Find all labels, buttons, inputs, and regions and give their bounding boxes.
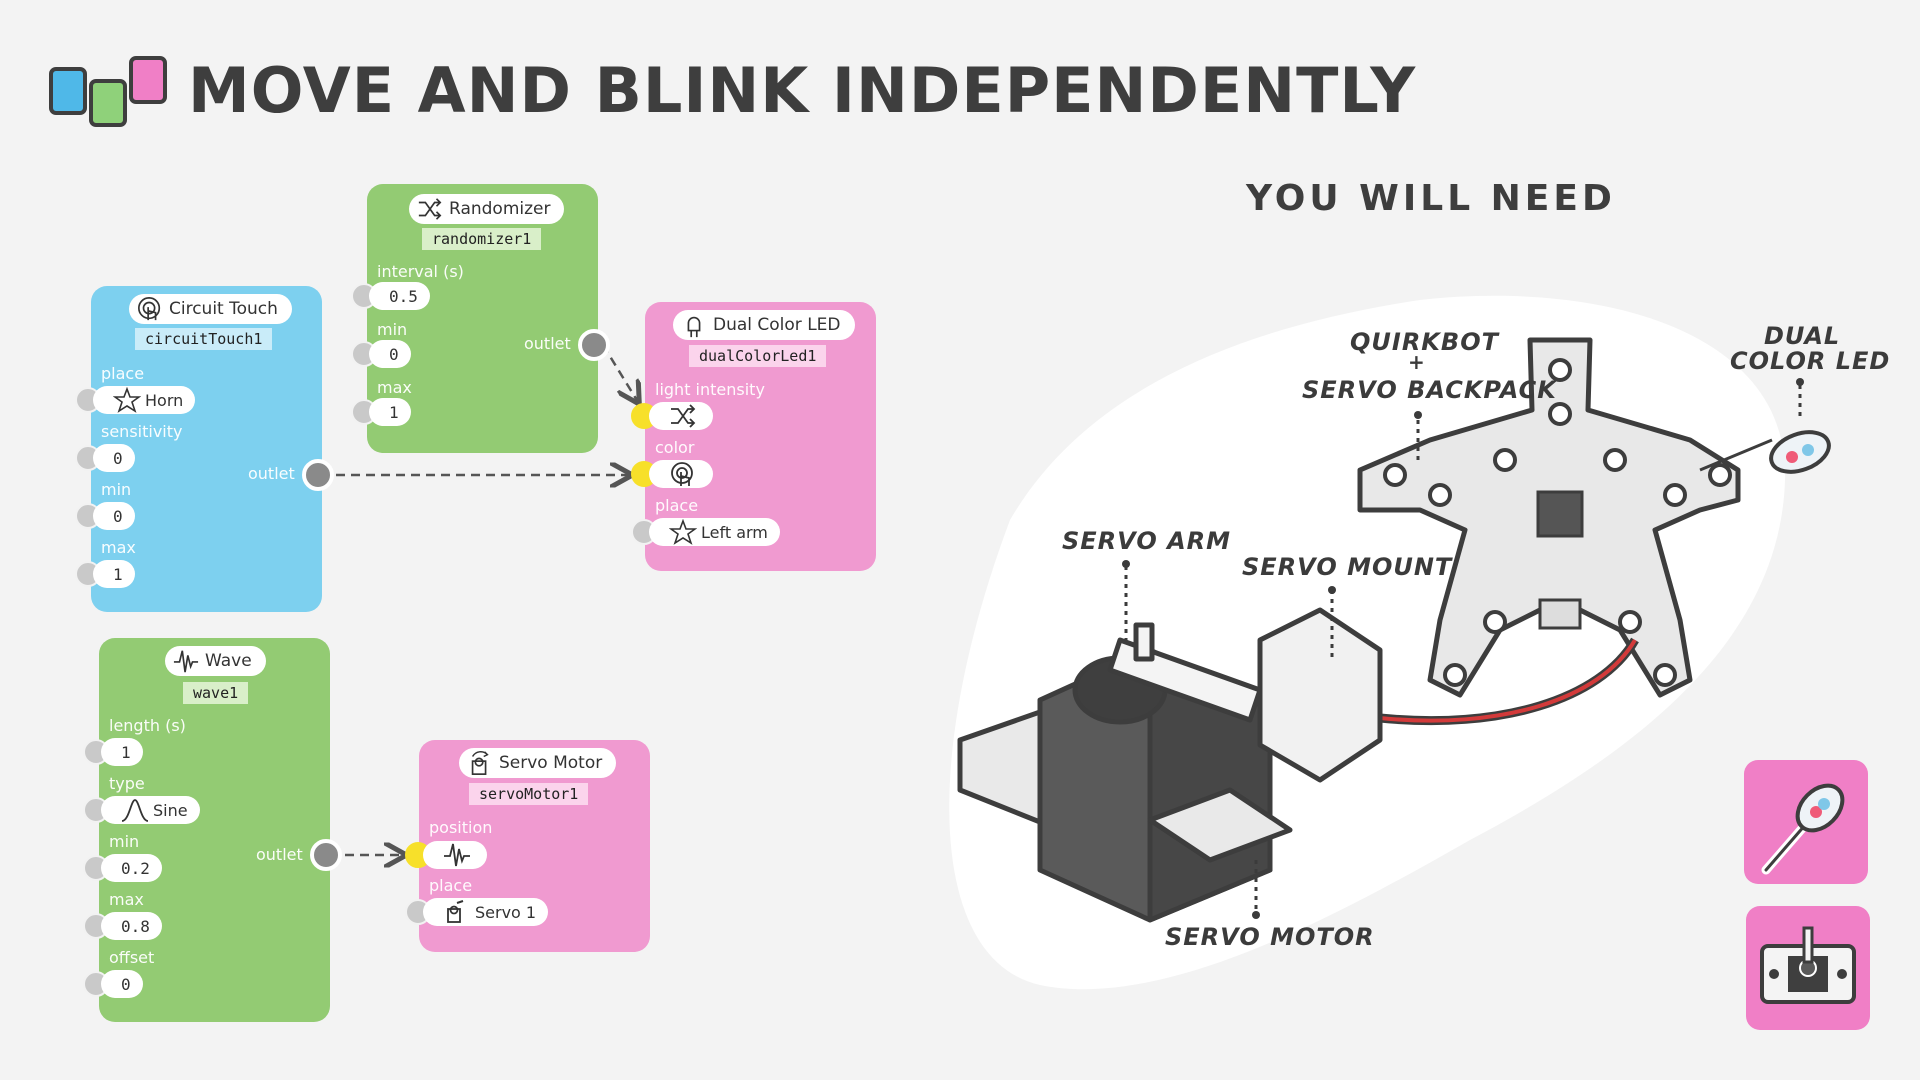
blocks-logo-icon [49, 56, 167, 127]
light-intensity-label: light intensity [655, 380, 765, 399]
place-text: Left arm [701, 522, 768, 542]
place-text: Servo 1 [475, 902, 537, 922]
wave-header[interactable]: Wave [165, 646, 266, 676]
dual-color-led-header[interactable]: Dual Color LED [673, 310, 855, 340]
min-label: min [109, 832, 140, 851]
randomizer-title: Randomizer [449, 199, 551, 219]
place-label: place [429, 876, 473, 895]
wave-id: wave1 [183, 682, 249, 704]
callout-leaders [1122, 378, 1804, 919]
dual-color-led-node[interactable]: Dual Color LED dualColorLed1 light inten… [631, 302, 876, 571]
dual-color-led-id: dualColorLed1 [689, 345, 827, 367]
shuffle-icon [671, 404, 696, 428]
circuit-touch-node[interactable]: Circuit Touch circuitTouch1 place Horn s… [75, 286, 334, 612]
led-part-card [1744, 760, 1868, 884]
callout-servo-backpack: SERVO BACKPACK [1302, 376, 1557, 404]
place-text: Horn [145, 390, 184, 410]
position-value[interactable] [423, 841, 487, 869]
wave-icon [173, 650, 199, 673]
quirkbot-star-icon [669, 519, 697, 545]
min-value[interactable]: 0.2 [101, 854, 162, 882]
max-label: max [109, 890, 144, 909]
max-value[interactable]: 0.8 [101, 912, 162, 940]
place-value[interactable]: Horn [93, 386, 196, 414]
circuit-touch-title: Circuit Touch [169, 299, 278, 319]
callout-plus: + [1408, 350, 1426, 374]
servo-icon [471, 751, 489, 775]
outlet-label: outlet [248, 464, 295, 483]
dual-color-led-part [1699, 430, 1831, 474]
max-value[interactable]: 1 [93, 560, 135, 588]
callout-dual: DUAL [1764, 322, 1841, 350]
randomizer-node[interactable]: Randomizer randomizer1 interval (s) 0.5 … [351, 184, 610, 453]
randomizer-header[interactable]: Randomizer [409, 194, 565, 224]
offset-value[interactable]: 0 [101, 970, 143, 998]
max-value[interactable]: 1 [369, 398, 411, 426]
max-label: max [377, 378, 412, 397]
min-label: min [377, 320, 408, 339]
min-value[interactable]: 0 [93, 502, 135, 530]
callout-servo-arm: SERVO ARM [1062, 527, 1232, 555]
wave-icon [444, 843, 470, 867]
servo-motor-node[interactable]: Servo Motor servoMotor1 position place S… [405, 740, 650, 952]
servo-motor-title: Servo Motor [499, 753, 603, 773]
min-label: min [101, 480, 132, 499]
circuit-touch-id: circuitTouch1 [135, 328, 273, 350]
callout-quirkbot: QUIRKBOT [1350, 328, 1499, 356]
servo-part-card [1746, 906, 1870, 1030]
light-intensity-value[interactable] [649, 402, 713, 430]
place-value[interactable]: Servo 1 [423, 898, 549, 926]
callout-color-led: COLOR LED [1730, 347, 1891, 375]
color-label: color [655, 438, 695, 457]
callout-servo-mount: SERVO MOUNT [1242, 553, 1453, 581]
wire-randomizer-to-light-intensity [601, 344, 638, 402]
randomizer-id: randomizer1 [422, 228, 542, 250]
max-label: max [101, 538, 136, 557]
length-label: length (s) [109, 716, 186, 735]
interval-value[interactable]: 0.5 [369, 282, 430, 310]
wave-title: Wave [205, 651, 252, 671]
servo-assembly [957, 607, 1383, 923]
callout-servo-motor: SERVO MOTOR [1165, 923, 1375, 951]
wave-node[interactable]: Wave wave1 length (s) 1 type Sine min 0.… [83, 638, 342, 1022]
sine-icon [121, 799, 149, 822]
type-text: Sine [153, 800, 188, 820]
color-value[interactable] [649, 460, 713, 488]
touch-icon [138, 297, 161, 321]
place-value[interactable]: Left arm [649, 518, 780, 546]
interval-label: interval (s) [377, 262, 464, 281]
outlet-label: outlet [256, 845, 303, 864]
type-label: type [109, 774, 145, 793]
offset-label: offset [109, 948, 155, 967]
quirkbot-board [1357, 337, 1741, 698]
touch-icon [671, 462, 693, 486]
length-value[interactable]: 1 [101, 738, 143, 766]
you-will-need-heading: YOU WILL NEED [1246, 178, 1616, 219]
sensitivity-value[interactable]: 0 [93, 444, 135, 472]
position-label: position [429, 818, 493, 837]
servo-motor-header[interactable]: Servo Motor [459, 748, 617, 778]
min-value[interactable]: 0 [369, 340, 411, 368]
outlet-port[interactable] [302, 459, 334, 491]
page-title: MOVE AND BLINK INDEPENDENTLY [188, 54, 1417, 127]
sensitivity-label: sensitivity [101, 422, 183, 441]
shuffle-icon [418, 198, 442, 220]
led-icon [687, 316, 701, 338]
circuit-touch-header[interactable]: Circuit Touch [129, 294, 292, 324]
servo-icon [447, 900, 464, 923]
outlet-label: outlet [524, 334, 571, 353]
servo-mount-icon [1760, 926, 1856, 1004]
type-value[interactable]: Sine [101, 796, 200, 824]
led-icon [1761, 783, 1845, 875]
quirkbot-star-icon [113, 387, 141, 413]
place-label: place [101, 364, 145, 383]
servo-motor-id: servoMotor1 [469, 783, 589, 805]
outlet-port[interactable] [578, 329, 610, 361]
outlet-port[interactable] [310, 839, 342, 871]
dual-color-led-title: Dual Color LED [713, 315, 841, 335]
place-label: place [655, 496, 699, 515]
